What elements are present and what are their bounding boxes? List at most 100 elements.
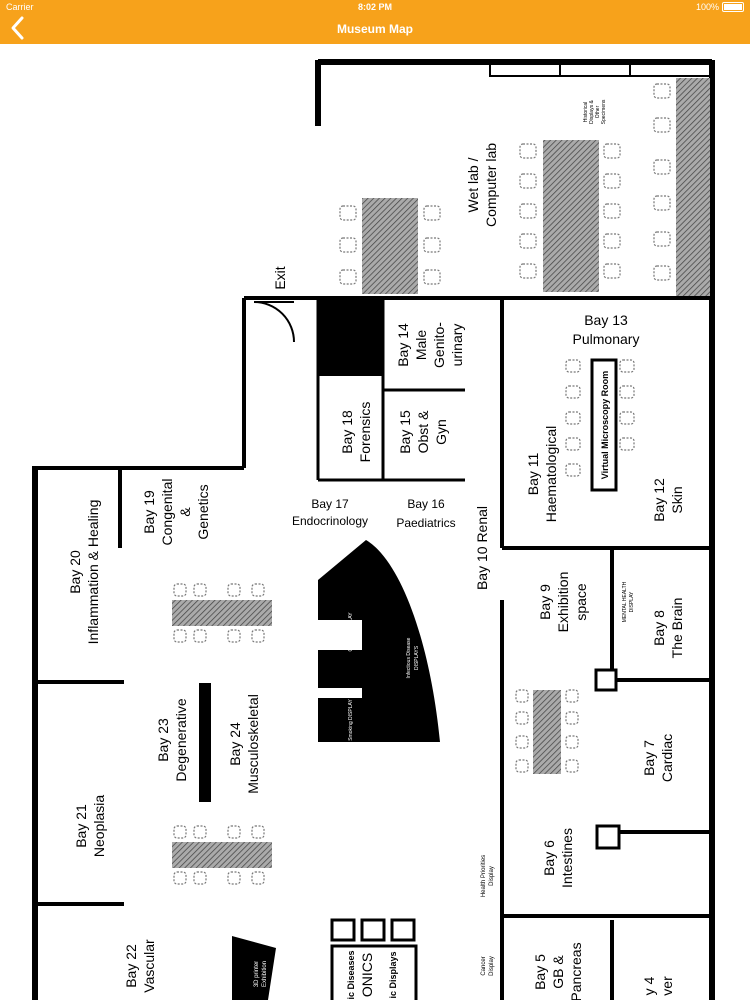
bay-17-label: Bay 17 Endocrinology (292, 497, 368, 528)
svg-text:Obst &: Obst & (415, 410, 431, 453)
svg-text:Bay 21: Bay 21 (73, 804, 89, 848)
svg-text:Infectious Disease: Infectious Disease (406, 637, 412, 678)
page-title: Museum Map (336, 22, 413, 36)
svg-text:3D printer: 3D printer (254, 961, 260, 987)
svg-text:Neoplasia: Neoplasia (91, 795, 107, 857)
svg-text:Bay 23: Bay 23 (155, 718, 171, 762)
display-table (533, 690, 561, 774)
svg-text:Vascular: Vascular (141, 939, 157, 993)
svg-text:&: & (177, 507, 193, 517)
svg-text:MENTAL HEALTH: MENTAL HEALTH (622, 581, 628, 622)
svg-text:Obesity DISPLAY: Obesity DISPLAY (348, 612, 354, 652)
svg-text:Inflammation & Healing: Inflammation & Healing (85, 500, 101, 645)
status-bar: Carrier 8:02 PM 100% (0, 0, 750, 14)
svg-text:Forensics: Forensics (357, 402, 373, 463)
svg-text:Virtual Microscopy Room: Virtual Microscopy Room (600, 371, 610, 479)
battery-indicator: 100% (696, 2, 744, 12)
svg-text:Smoking DISPLAY: Smoking DISPLAY (348, 699, 354, 741)
printer-exhibition: 3D printer Exhibition (232, 936, 276, 1000)
svg-text:Male: Male (413, 330, 429, 361)
bay-16-label: Bay 16 Paediatrics (396, 497, 455, 530)
svg-text:Bay 12: Bay 12 (651, 478, 667, 522)
svg-text:Computer lab: Computer lab (483, 143, 499, 227)
chairs (173, 83, 671, 885)
chevron-left-icon (11, 16, 24, 40)
museum-map[interactable]: Exit Virtual Microscopy Room Obesity DIS… (0, 44, 750, 1005)
exit-label: Exit (272, 266, 288, 289)
svg-text:Pancreas: Pancreas (568, 942, 584, 1000)
svg-text:Bay 18: Bay 18 (339, 410, 355, 454)
central-display: Obesity DISPLAY Smoking DISPLAY Infectio… (318, 540, 440, 742)
svg-text:Endocrinology: Endocrinology (292, 514, 368, 528)
svg-text:ver: ver (659, 976, 675, 996)
status-time: 8:02 PM (357, 2, 392, 12)
svg-text:y 4: y 4 (641, 976, 657, 995)
back-button[interactable] (8, 15, 38, 43)
svg-text:Health Priorities: Health Priorities (481, 855, 487, 897)
svg-text:Congenital: Congenital (159, 479, 175, 546)
svg-text:Skin: Skin (669, 486, 685, 513)
svg-text:Degenerative: Degenerative (173, 698, 189, 781)
svg-text:Bay 9: Bay 9 (537, 584, 553, 620)
svg-text:DISPLAY: DISPLAY (629, 591, 635, 612)
floor-plan: Exit Virtual Microscopy Room Obesity DIS… (32, 59, 715, 1005)
display-table (172, 842, 272, 868)
svg-text:Bay 7: Bay 7 (641, 740, 657, 776)
bay-10-label: Bay 10 Renal (474, 506, 490, 590)
svg-text:urinary: urinary (449, 324, 465, 367)
svg-text:Displays &: Displays & (589, 100, 595, 124)
svg-text:Bay 20: Bay 20 (67, 550, 83, 594)
svg-text:Paediatrics: Paediatrics (396, 516, 455, 530)
svg-text:Bay 16: Bay 16 (407, 497, 445, 511)
svg-text:Intestines: Intestines (559, 828, 575, 888)
svg-text:Display: Display (489, 866, 495, 886)
wet-lab-label: Wet lab /Computer lab (465, 143, 499, 227)
svg-text:Display: Display (489, 956, 495, 976)
svg-text:Bay 22: Bay 22 (123, 944, 139, 988)
battery-percent: 100% (695, 2, 719, 12)
svg-text:Bay 13: Bay 13 (584, 312, 628, 328)
svg-text:Genito-: Genito- (431, 322, 447, 368)
svg-text:Cancer: Cancer (481, 956, 487, 975)
carrier-label: Carrier (6, 2, 34, 12)
svg-text:Historical: Historical (583, 102, 589, 123)
svg-text:Haematological: Haematological (543, 426, 559, 523)
svg-text:space: space (573, 583, 589, 621)
svg-text:The Brain: The Brain (669, 598, 685, 659)
svg-text:Other: Other (595, 105, 601, 118)
svg-text:Genetics: Genetics (195, 484, 211, 539)
svg-text:DISPLAYS: DISPLAYS (414, 645, 420, 670)
svg-text:Bay 17: Bay 17 (311, 497, 349, 511)
navigation-bar: Museum Map (0, 14, 750, 44)
virtual-microscopy-room: Virtual Microscopy Room (590, 358, 618, 492)
svg-text:Bay 6: Bay 6 (541, 840, 557, 876)
svg-text:Bay 15: Bay 15 (397, 410, 413, 454)
svg-text:Cardiac: Cardiac (659, 734, 675, 782)
lab-table (543, 140, 599, 292)
svg-text:Wet lab /: Wet lab / (465, 157, 481, 212)
lab-table (362, 198, 418, 294)
svg-text:ic Displays: ic Displays (388, 951, 398, 998)
